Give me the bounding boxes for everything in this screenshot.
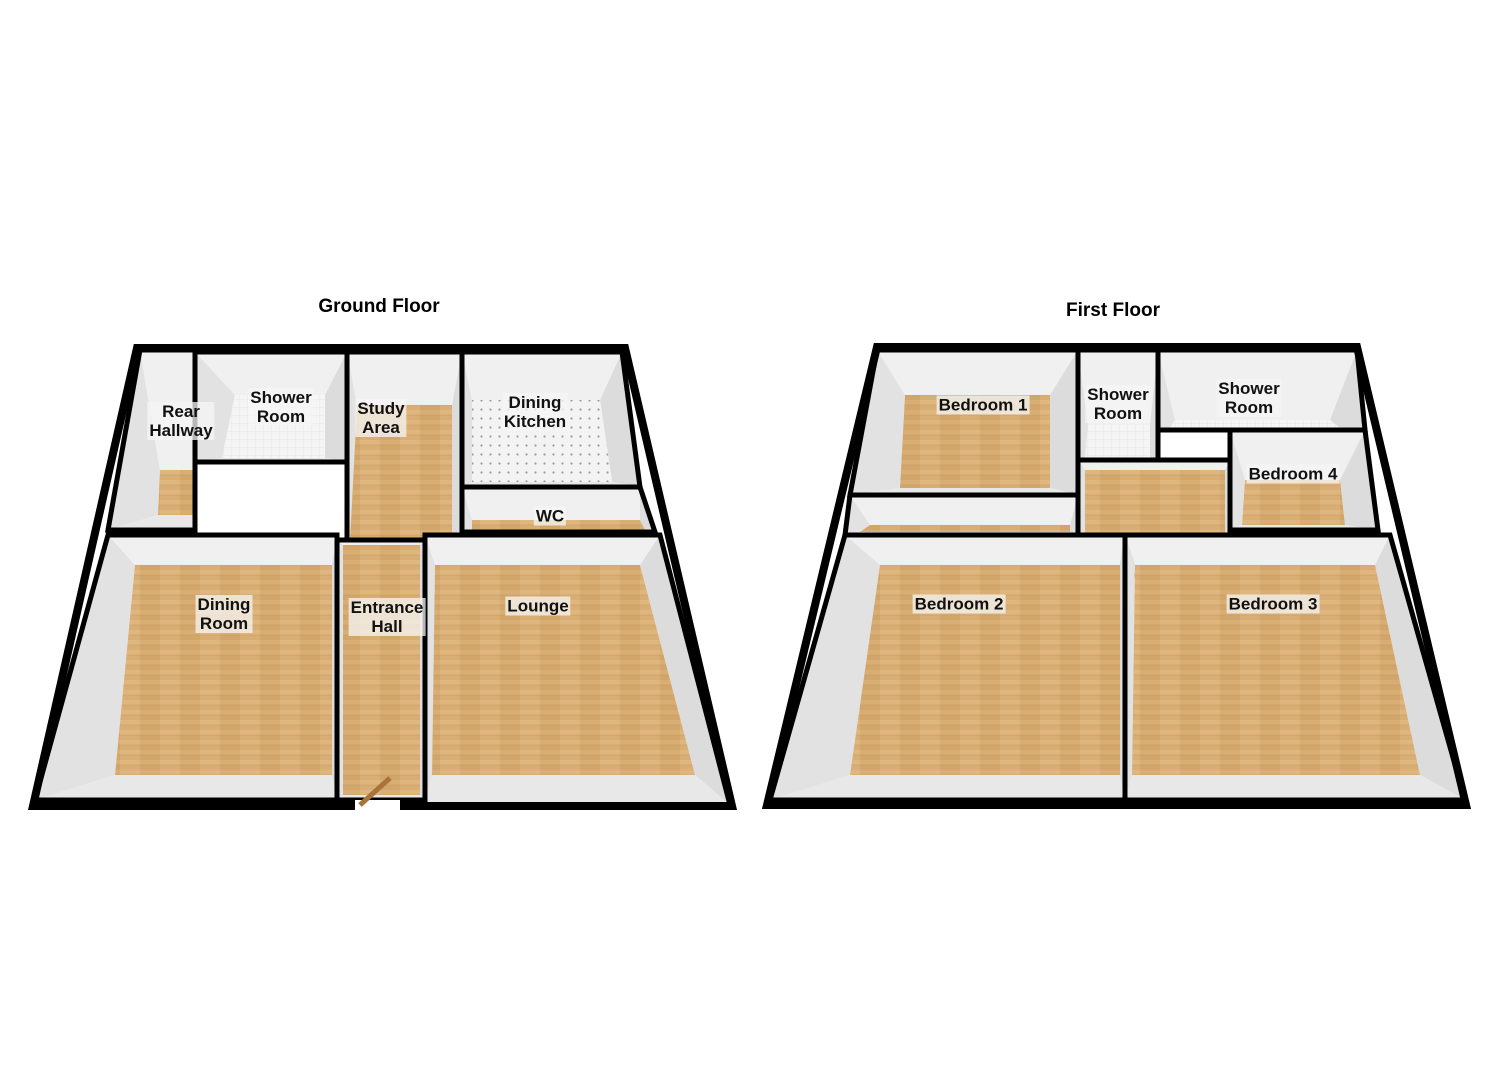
wall-face bbox=[770, 535, 880, 800]
room-label-dining-kitchen: Dining Kitchen bbox=[501, 393, 569, 431]
wall-face bbox=[600, 352, 640, 487]
front-door-leaf bbox=[358, 776, 392, 807]
wall-face bbox=[1330, 350, 1365, 430]
room-floor bbox=[343, 545, 420, 795]
room-floor bbox=[1132, 565, 1420, 775]
wall-face bbox=[108, 535, 337, 565]
wall-face bbox=[1125, 535, 1390, 565]
wall-face bbox=[640, 535, 730, 805]
room-floor bbox=[860, 525, 1070, 532]
wall-face bbox=[325, 352, 347, 462]
wall-face bbox=[462, 487, 640, 520]
room-label-bedroom-4: Bedroom 4 bbox=[1246, 464, 1340, 484]
room-floor bbox=[115, 565, 332, 775]
wall-face bbox=[845, 535, 1125, 565]
room-label-dining-room: Dining Room bbox=[195, 595, 253, 633]
room-label-lounge: Lounge bbox=[505, 596, 571, 616]
room-label-entrance-hall: Entrance Hall bbox=[348, 598, 426, 636]
room-label-shower-room: Shower Room bbox=[248, 388, 314, 426]
wall-face bbox=[877, 350, 1078, 395]
room-floor bbox=[1242, 480, 1345, 525]
wall-face bbox=[108, 515, 195, 530]
room-floor bbox=[1085, 425, 1150, 458]
wall-face bbox=[1340, 430, 1378, 530]
room-floor bbox=[1170, 420, 1340, 428]
wall-face bbox=[1125, 775, 1465, 800]
room-floor bbox=[432, 565, 695, 775]
wall-face bbox=[1375, 535, 1465, 800]
wall-face bbox=[850, 350, 905, 495]
wall-face bbox=[425, 535, 660, 565]
wall-face bbox=[108, 350, 160, 530]
exterior-wall bbox=[761, 343, 1472, 809]
wall-face bbox=[1050, 350, 1078, 495]
wall-face bbox=[850, 495, 1078, 525]
room-label-bedroom-3: Bedroom 3 bbox=[1226, 594, 1320, 614]
room-wall bbox=[459, 484, 659, 535]
exterior-wall bbox=[27, 344, 738, 810]
room-label-rear-hallway: Rear Hallway bbox=[147, 402, 215, 440]
room-label-bedroom-1: Bedroom 1 bbox=[936, 395, 1030, 415]
room-floor bbox=[850, 565, 1120, 775]
ground-floor-title: Ground Floor bbox=[318, 296, 440, 317]
room-label-shower-room: Shower Room bbox=[1216, 379, 1282, 417]
room-label-study-area: Study Area bbox=[355, 399, 407, 437]
room-floor bbox=[158, 470, 195, 515]
room-floor bbox=[900, 395, 1050, 488]
wall-face bbox=[347, 352, 462, 405]
first-floor-title: First Floor bbox=[1066, 300, 1160, 321]
wall-face bbox=[195, 352, 347, 395]
wall-face bbox=[770, 775, 1125, 800]
wall-face bbox=[35, 535, 135, 800]
wall-face bbox=[35, 775, 337, 800]
room-label-wc: WC bbox=[533, 506, 567, 526]
front-door bbox=[355, 800, 400, 810]
wall-face bbox=[462, 352, 622, 400]
room-floor bbox=[350, 405, 452, 540]
wall-face bbox=[1230, 430, 1245, 530]
wall-face bbox=[1158, 350, 1175, 430]
wall-face bbox=[425, 775, 730, 805]
room-label-bedroom-2: Bedroom 2 bbox=[912, 594, 1006, 614]
room-label-shower-room-small: Shower Room bbox=[1085, 385, 1151, 423]
